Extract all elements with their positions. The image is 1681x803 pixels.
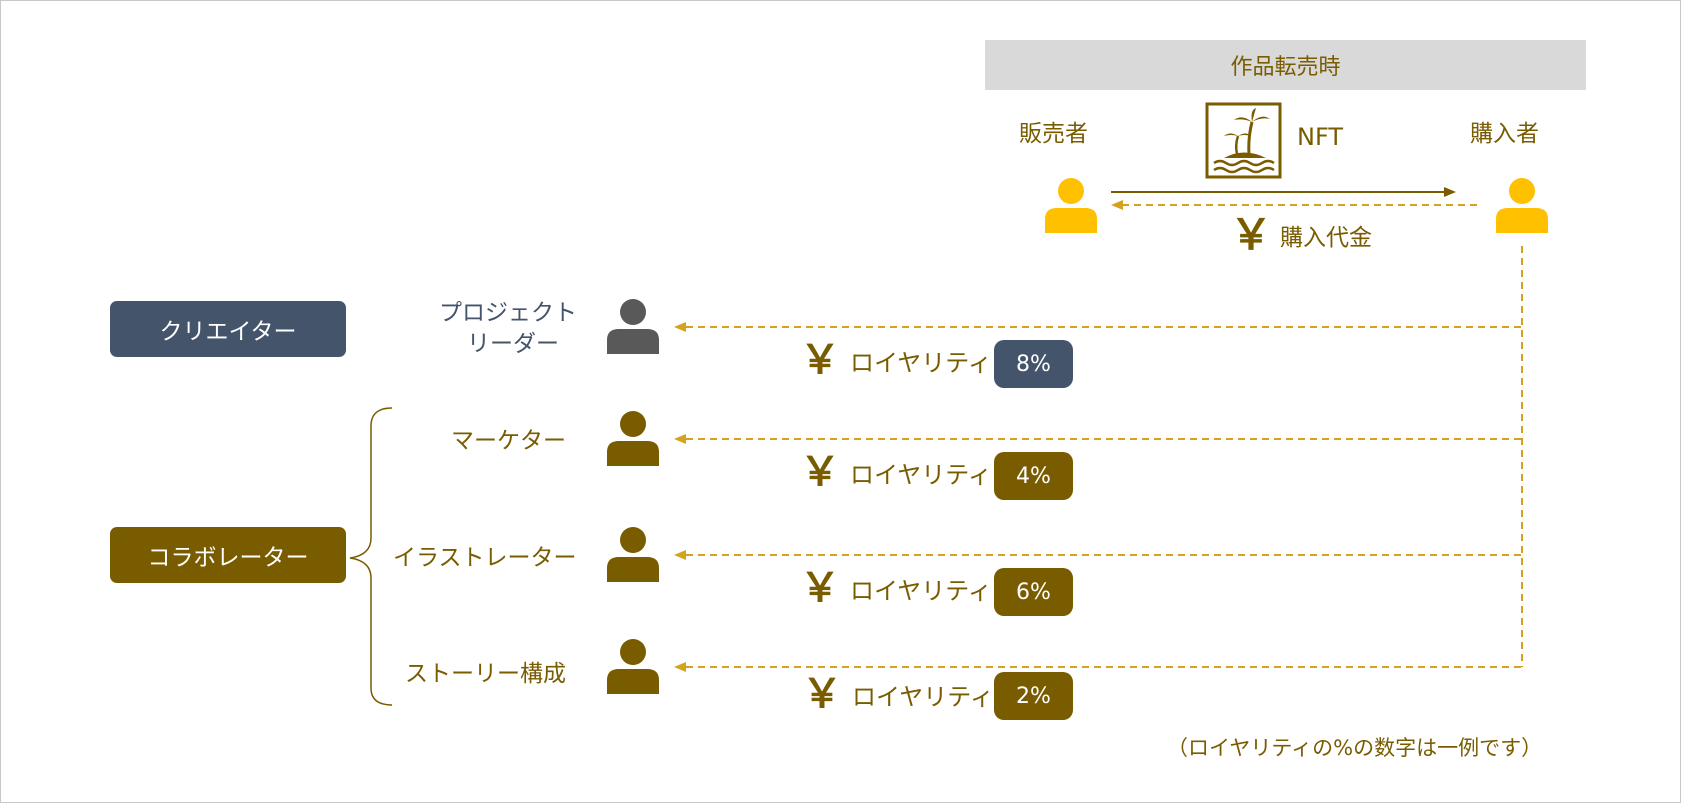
collaborator-group-box: コラボレーター bbox=[110, 527, 346, 583]
story-composer-person-icon bbox=[607, 639, 659, 694]
royalty-label-1: ￥ ロイヤリティ bbox=[800, 340, 992, 380]
payment-text: 購入代金 bbox=[1280, 225, 1373, 251]
role-illustrator: イラストレーター bbox=[393, 545, 577, 571]
role-project-leader-line1: プロジェクト bbox=[439, 300, 577, 326]
role-marketer: マーケター bbox=[451, 428, 566, 454]
royalty-percent-badge: 8% bbox=[994, 340, 1073, 388]
purchase-payment-label: ￥ 購入代金 bbox=[1230, 214, 1372, 256]
royalty-arrow bbox=[674, 322, 1522, 332]
royalty-percent-badge: 4% bbox=[994, 452, 1073, 500]
yen-icon: ￥ bbox=[800, 565, 840, 611]
yen-icon: ￥ bbox=[802, 671, 842, 717]
yen-icon: ￥ bbox=[800, 449, 840, 495]
resale-header: 作品転売時 bbox=[985, 40, 1586, 90]
royalty-arrow bbox=[674, 434, 1522, 444]
royalty-text: ロイヤリティ bbox=[850, 348, 992, 377]
collaborator-brace bbox=[349, 407, 393, 706]
royalty-text: ロイヤリティ bbox=[850, 460, 992, 489]
nft-label: NFT bbox=[1297, 123, 1343, 151]
royalty-percent-badge: 2% bbox=[994, 672, 1073, 720]
royalty-text: ロイヤリティ bbox=[852, 682, 994, 711]
royalty-arrow bbox=[674, 662, 1522, 672]
payment-arrow bbox=[1111, 200, 1482, 210]
royalty-label-2: ￥ ロイヤリティ bbox=[800, 452, 992, 492]
creator-group-box: クリエイター bbox=[110, 301, 346, 357]
example-note: （ロイヤリティの%の数字は一例です） bbox=[1167, 736, 1543, 760]
role-project-leader: プロジェクト リーダー bbox=[439, 298, 577, 360]
buyer-label: 購入者 bbox=[1470, 121, 1539, 147]
yen-icon: ￥ bbox=[1230, 210, 1273, 259]
royalty-arrow bbox=[674, 550, 1522, 560]
marketer-person-icon bbox=[607, 411, 659, 466]
royalty-label-4: ￥ ロイヤリティ bbox=[802, 674, 994, 714]
project-leader-person-icon bbox=[607, 299, 659, 354]
nft-island-icon bbox=[1205, 102, 1282, 179]
seller-person-icon bbox=[1045, 178, 1097, 233]
role-story-composer: ストーリー構成 bbox=[405, 661, 566, 687]
royalty-percent-badge: 6% bbox=[994, 568, 1073, 616]
royalty-label-3: ￥ ロイヤリティ bbox=[800, 568, 992, 608]
nft-transfer-arrow bbox=[1111, 187, 1456, 197]
yen-icon: ￥ bbox=[800, 337, 840, 383]
royalty-text: ロイヤリティ bbox=[850, 576, 992, 605]
role-project-leader-line2: リーダー bbox=[467, 331, 559, 357]
buyer-person-icon bbox=[1496, 178, 1548, 233]
illustrator-person-icon bbox=[607, 527, 659, 582]
seller-label: 販売者 bbox=[1019, 121, 1088, 147]
